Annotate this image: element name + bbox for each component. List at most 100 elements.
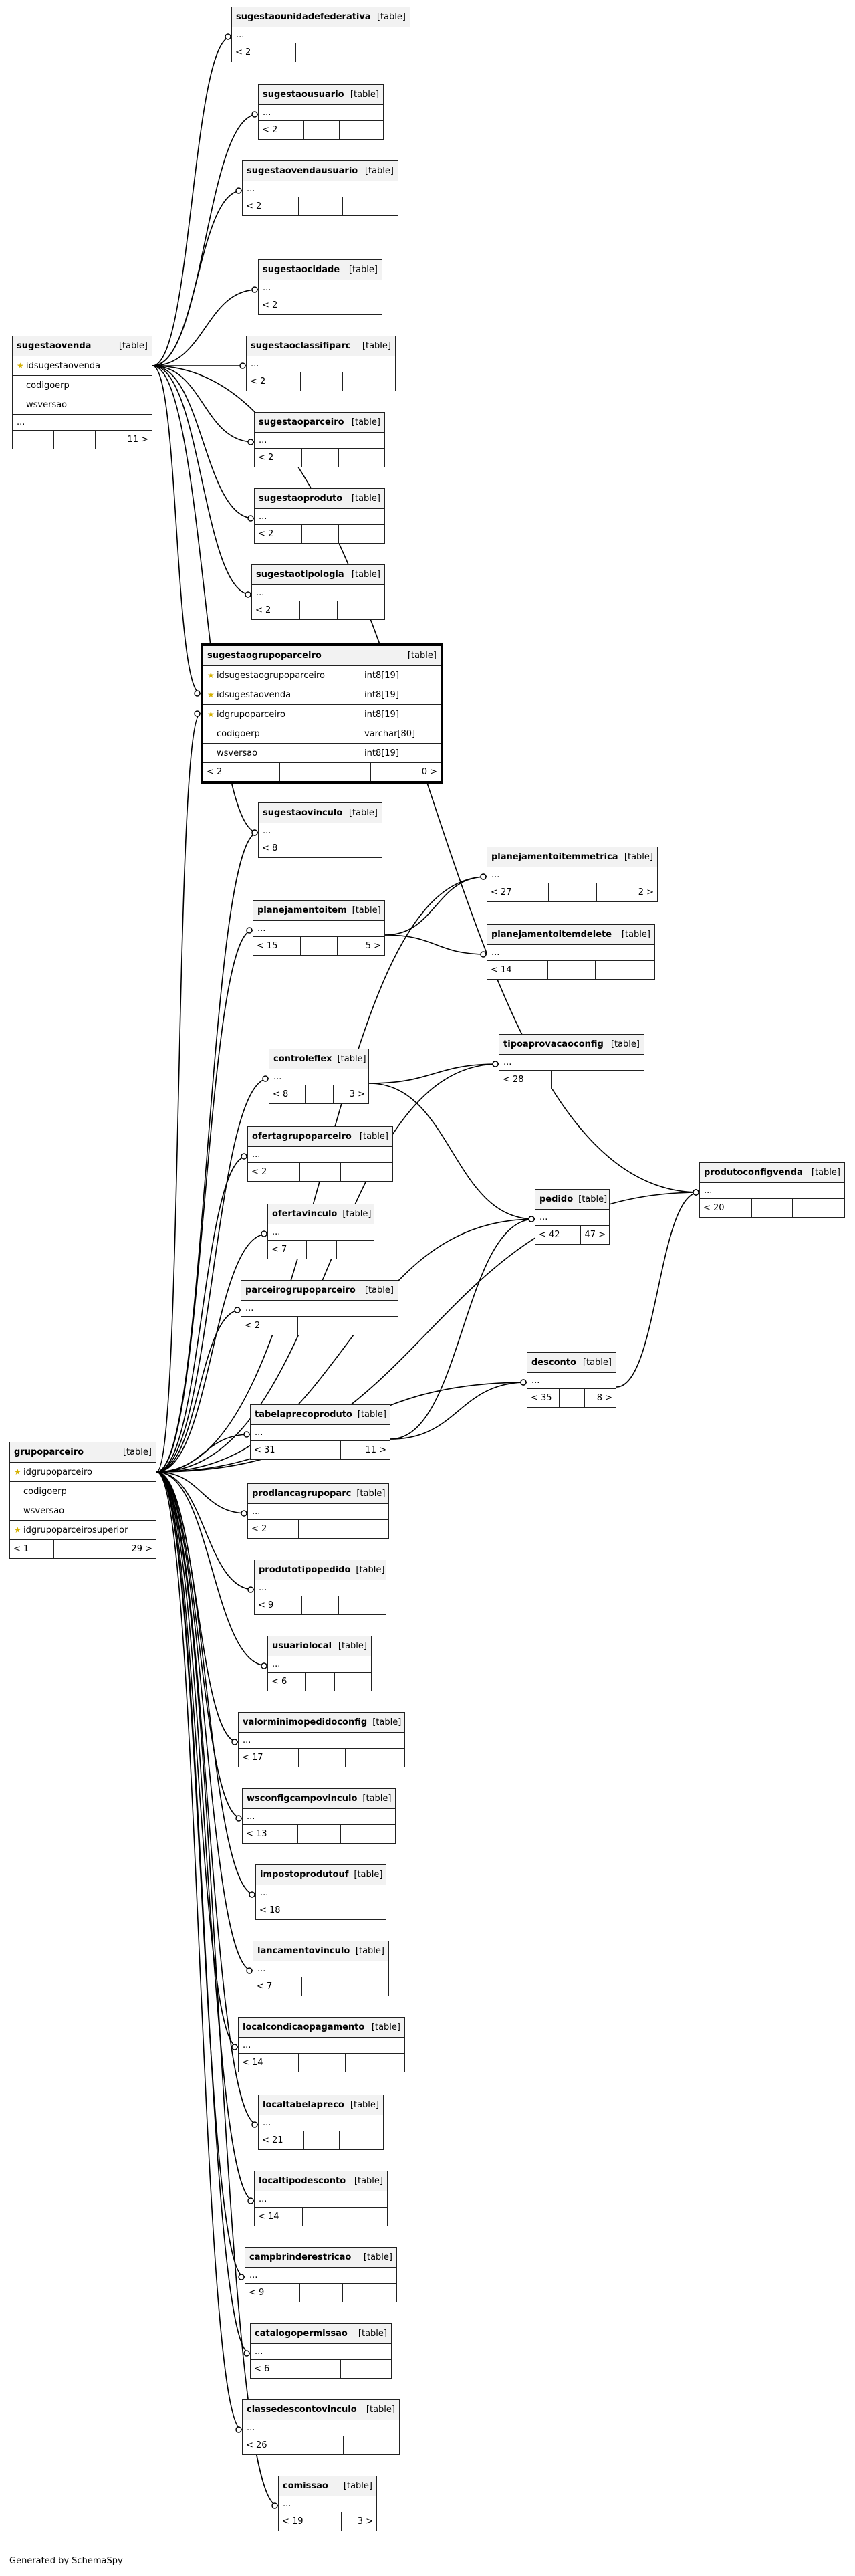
table-wsconfigcampovinculo[interactable]: wsconfigcampovinculo[table]...< 13 — [242, 1788, 396, 1844]
table-planejamentoitemdelete[interactable]: planejamentoitemdelete[table]...< 14 — [487, 924, 655, 980]
table-sugestaotipologia[interactable]: sugestaotipologia[table]...< 2 — [251, 564, 385, 620]
table-header: tipoaprovacaoconfig[table] — [499, 1035, 644, 1055]
table-localtabelapreco[interactable]: localtabelapreco[table]...< 21 — [258, 2095, 384, 2150]
footer-spacer — [303, 2208, 340, 2226]
edge-endpoint-14 — [262, 1075, 269, 1082]
table-header: controleflex[table] — [269, 1049, 368, 1069]
edge-endpoint-2 — [251, 111, 258, 118]
column-name: codigoerp — [26, 380, 70, 391]
child-count — [346, 2054, 404, 2072]
table-header: wsconfigcampovinculo[table] — [243, 1789, 395, 1809]
table-localtipodesconto[interactable]: localtipodesconto[table]...< 14 — [254, 2171, 388, 2226]
footer-spacer — [300, 2284, 343, 2302]
relationship-edge-42 — [390, 1218, 535, 1440]
child-count — [339, 525, 384, 543]
table-lancamentovinculo[interactable]: lancamentovinculo[table]...< 7 — [253, 1941, 389, 1996]
table-sugestaounidadefederativa[interactable]: sugestaounidadefederativa[table]...< 2 — [231, 7, 410, 62]
more-columns: ... — [243, 181, 398, 197]
table-name: sugestaovenda — [17, 341, 92, 351]
table-usuariolocal[interactable]: usuariolocal[table]...< 6 — [267, 1636, 372, 1691]
more-columns: ... — [535, 1210, 609, 1226]
table-sugestaovinculo[interactable]: sugestaovinculo[table]...< 8 — [258, 802, 382, 858]
footer-spacer — [304, 2131, 340, 2149]
parent-count: < 31 — [251, 1441, 301, 1459]
table-sugestaoproduto[interactable]: sugestaoproduto[table]...< 2 — [254, 488, 385, 544]
table-sugestaoclassifiparc[interactable]: sugestaoclassifiparc[table]...< 2 — [246, 336, 396, 391]
table-type-label: [table] — [337, 1054, 366, 1064]
more-columns: ... — [487, 867, 657, 883]
edge-endpoint-16 — [261, 1230, 267, 1237]
edge-endpoint-43 — [528, 1216, 535, 1222]
table-produtoconfigvenda[interactable]: produtoconfigvenda[table]...< 20 — [699, 1162, 845, 1218]
table-header: prodlancagrupoparc[table] — [248, 1484, 388, 1504]
table-name: localtipodesconto — [259, 2176, 346, 2186]
table-catalogopermissao[interactable]: catalogopermissao[table]...< 6 — [250, 2323, 392, 2379]
parent-count: < 2 — [248, 1163, 300, 1181]
table-sugestaousuario[interactable]: sugestaousuario[table]...< 2 — [258, 84, 384, 140]
table-campbrinderestricao[interactable]: campbrinderestricao[table]...< 9 — [245, 2247, 397, 2302]
child-count — [338, 601, 384, 619]
table-name: parceirogrupoparceiro — [245, 1285, 356, 1295]
child-count — [340, 121, 383, 139]
more-columns: ... — [241, 1301, 398, 1317]
edge-endpoint-5 — [239, 362, 246, 369]
relationship-edge-15 — [156, 1233, 268, 1473]
table-type-label: [table] — [358, 2329, 387, 2339]
more-columns: ... — [700, 1183, 844, 1199]
table-footer: < 7 — [253, 1977, 388, 1996]
table-impostoprodutouf[interactable]: impostoprodutouf[table]...< 18 — [255, 1864, 386, 1920]
child-count — [337, 1241, 374, 1259]
table-sugestaovendausuario[interactable]: sugestaovendausuario[table]...< 2 — [242, 160, 398, 216]
child-count: 3 > — [357, 2516, 373, 2527]
relationship-edge-26 — [156, 1471, 259, 2125]
parent-count: < 17 — [239, 1749, 299, 1767]
table-classedescontovinculo[interactable]: classedescontovinculo[table]...< 26 — [242, 2399, 400, 2455]
table-name: produtotipopedido — [259, 1565, 351, 1575]
table-produtotipopedido[interactable]: produtotipopedido[table]...< 9 — [254, 1560, 386, 1615]
table-prodlancagrupoparc[interactable]: prodlancagrupoparc[table]...< 2 — [247, 1483, 389, 1539]
table-sugestaocidade[interactable]: sugestaocidade[table]...< 2 — [258, 259, 382, 315]
table-name: planejamentoitemmetrica — [491, 852, 618, 862]
table-footer: < 2 0 > — [203, 763, 441, 781]
table-parceirogrupoparceiro[interactable]: parceirogrupoparceiro[table]...< 2 — [241, 1280, 398, 1335]
more-columns: ... — [251, 2344, 391, 2360]
table-sugestaoparceiro[interactable]: sugestaoparceiro[table]...< 2 — [254, 412, 385, 467]
table-name: planejamentoitem — [257, 905, 347, 916]
table-ofertavinculo[interactable]: ofertavinculo[table]...< 7 — [267, 1204, 374, 1259]
table-localcondicaopagamento[interactable]: localcondicaopagamento[table]...< 14 — [238, 2017, 405, 2072]
more-columns: ... — [259, 105, 383, 121]
key-icon: ★ — [207, 689, 215, 700]
edge-endpoint-19 — [241, 1510, 247, 1517]
table-ofertagrupoparceiro[interactable]: ofertagrupoparceiro[table]...< 2 — [247, 1126, 393, 1182]
footer-spacer — [560, 1389, 585, 1407]
parent-count: < 18 — [256, 1901, 303, 1919]
column-name: wsversao — [26, 399, 68, 410]
table-tipoaprovacaoconfig[interactable]: tipoaprovacaoconfig[table]...< 28 — [499, 1034, 644, 1089]
edge-endpoint-18 — [243, 1431, 250, 1438]
more-columns: ... — [527, 1373, 616, 1389]
table-valorminimopedidoconfig[interactable]: valorminimopedidoconfig[table]...< 17 — [238, 1712, 405, 1767]
edge-endpoint-32 — [271, 2502, 278, 2509]
edge-endpoint-15 — [241, 1153, 247, 1160]
column-name: idgrupoparceiro — [23, 1467, 92, 1477]
more-columns: ... — [259, 280, 382, 296]
table-name: classedescontovinculo — [247, 2405, 357, 2415]
column-name: idgrupoparceiro — [217, 709, 285, 720]
more-columns: ... — [255, 433, 384, 449]
table-sugestaogrupoparceiro[interactable]: sugestaogrupoparceiro [table] ★idsugesta… — [201, 643, 443, 784]
table-header: desconto[table] — [527, 1353, 616, 1373]
table-name: sugestaounidadefederativa — [236, 12, 371, 22]
table-header: ofertavinculo[table] — [268, 1204, 374, 1224]
